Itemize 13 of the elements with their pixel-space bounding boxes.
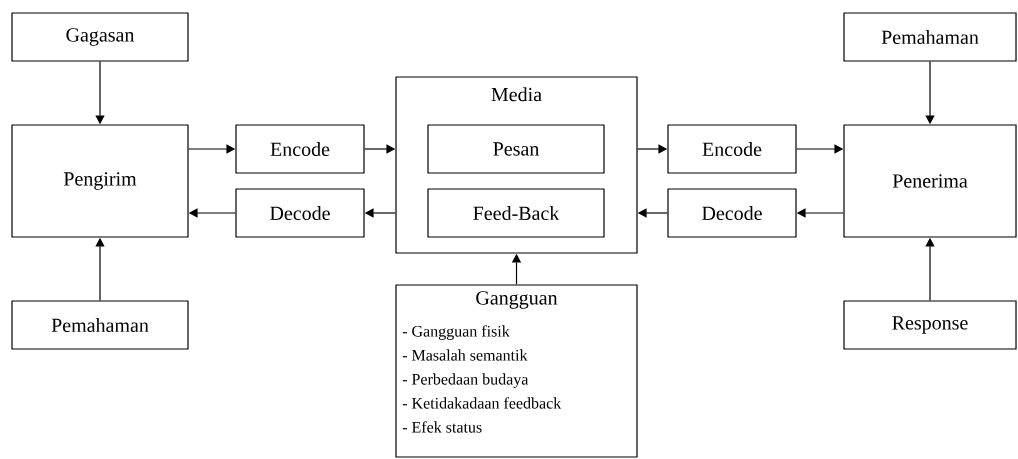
process-box: Pengirim xyxy=(11,124,189,238)
process-box: Pemahaman xyxy=(11,300,189,350)
process-box: Response xyxy=(843,300,1017,350)
process-box: Pemahaman xyxy=(843,12,1017,62)
list-box: Gangguan - Gangguan fisik - Masalah semantik - Perbedaan budaya - Ketidakadaan feedback - Efek status xyxy=(395,284,638,458)
process-box: Decode xyxy=(667,188,797,238)
process-box: Penerima xyxy=(843,124,1017,238)
process-box: Encode xyxy=(235,124,365,174)
process-box: Feed-Back xyxy=(427,188,605,238)
process-box: Pesan xyxy=(427,124,605,174)
process-box: Encode xyxy=(667,124,797,174)
process-box: Decode xyxy=(235,188,365,238)
process-box: Gagasan xyxy=(11,12,189,62)
